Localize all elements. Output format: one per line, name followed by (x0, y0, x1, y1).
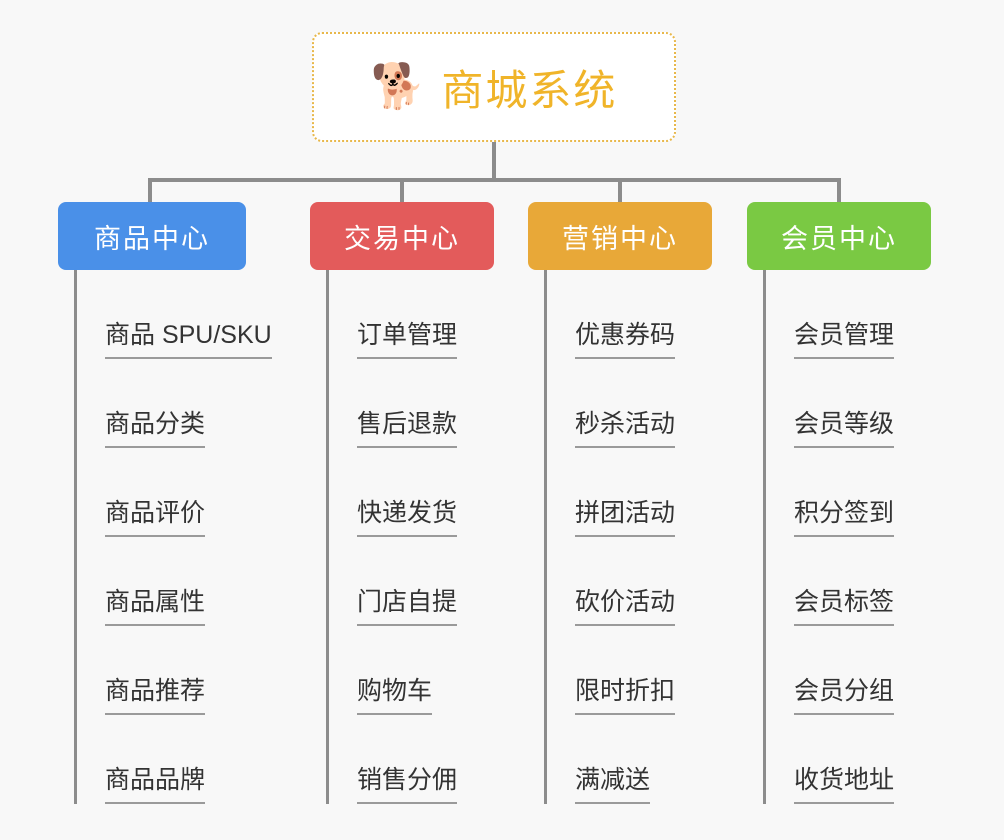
leaf-label: 门店自提 (357, 587, 458, 626)
leaf-label: 销售分佣 (357, 765, 458, 804)
list-item[interactable]: 会员管理 (766, 270, 931, 359)
branch-header-2[interactable]: 交易中心 (310, 202, 494, 270)
leaf-label: 商品品牌 (105, 765, 206, 804)
list-item[interactable]: 砍价活动 (547, 537, 712, 626)
connector-drop-2 (400, 178, 404, 204)
leaf-label: 订单管理 (357, 320, 458, 359)
root-title: 商城系统 (441, 66, 618, 114)
leaf-label: 商品推荐 (105, 676, 206, 715)
leaf-label: 优惠券码 (575, 320, 676, 359)
list-item[interactable]: 会员分组 (766, 626, 931, 715)
list-item[interactable]: 售后退款 (329, 359, 494, 448)
branch-column-1: 商品中心 商品 SPU/SKU 商品分类 商品评价 商品属性 商品推荐 商品品牌 (58, 202, 272, 804)
leaf-label: 积分签到 (794, 498, 895, 537)
leaf-label: 会员管理 (794, 320, 895, 359)
leaf-label: 满减送 (575, 765, 651, 804)
list-item[interactable]: 秒杀活动 (547, 359, 712, 448)
leaf-label: 购物车 (357, 676, 433, 715)
list-item[interactable]: 会员等级 (766, 359, 931, 448)
branch-leaf-list-4: 会员管理 会员等级 积分签到 会员标签 会员分组 收货地址 (763, 270, 931, 804)
list-item[interactable]: 优惠券码 (547, 270, 712, 359)
list-item[interactable]: 会员标签 (766, 537, 931, 626)
connector-horizontal-bus (148, 178, 841, 182)
leaf-label: 会员标签 (794, 587, 895, 626)
leaf-label: 限时折扣 (575, 676, 676, 715)
leaf-label: 商品 SPU/SKU (105, 320, 272, 359)
branch-header-4[interactable]: 会员中心 (747, 202, 931, 270)
list-item[interactable]: 购物车 (329, 626, 494, 715)
connector-root-stem (492, 142, 496, 180)
list-item[interactable]: 满减送 (547, 715, 712, 804)
leaf-label: 秒杀活动 (575, 409, 676, 448)
list-item[interactable]: 订单管理 (329, 270, 494, 359)
branch-column-2: 交易中心 订单管理 售后退款 快递发货 门店自提 购物车 销售分佣 (310, 202, 494, 804)
connector-drop-4 (837, 178, 841, 204)
list-item[interactable]: 拼团活动 (547, 448, 712, 537)
list-item[interactable]: 商品品牌 (77, 715, 246, 804)
root-node[interactable]: 🐕 商城系统 (312, 32, 676, 142)
branch-leaf-list-3: 优惠券码 秒杀活动 拼团活动 砍价活动 限时折扣 满减送 (544, 270, 712, 804)
list-item[interactable]: 商品分类 (77, 359, 246, 448)
leaf-label: 会员等级 (794, 409, 895, 448)
branch-leaf-list-1: 商品 SPU/SKU 商品分类 商品评价 商品属性 商品推荐 商品品牌 (74, 270, 272, 804)
list-item[interactable]: 快递发货 (329, 448, 494, 537)
branch-header-1[interactable]: 商品中心 (58, 202, 246, 270)
leaf-label: 收货地址 (794, 765, 895, 804)
leaf-label: 拼团活动 (575, 498, 676, 537)
leaf-label: 商品评价 (105, 498, 206, 537)
list-item[interactable]: 商品属性 (77, 537, 246, 626)
list-item[interactable]: 商品 SPU/SKU (77, 270, 272, 359)
branch-header-3[interactable]: 营销中心 (528, 202, 712, 270)
leaf-label: 售后退款 (357, 409, 458, 448)
list-item[interactable]: 收货地址 (766, 715, 931, 804)
branch-leaf-list-2: 订单管理 售后退款 快递发货 门店自提 购物车 销售分佣 (326, 270, 494, 804)
list-item[interactable]: 积分签到 (766, 448, 931, 537)
leaf-label: 商品分类 (105, 409, 206, 448)
leaf-label: 快递发货 (357, 498, 458, 537)
list-item[interactable]: 商品评价 (77, 448, 246, 537)
leaf-label: 会员分组 (794, 676, 895, 715)
list-item[interactable]: 商品推荐 (77, 626, 246, 715)
list-item[interactable]: 门店自提 (329, 537, 494, 626)
shiba-dog-face-icon: 🐕 (370, 61, 426, 112)
leaf-label: 商品属性 (105, 587, 206, 626)
connector-drop-3 (618, 178, 622, 204)
branch-column-3: 营销中心 优惠券码 秒杀活动 拼团活动 砍价活动 限时折扣 满减送 (528, 202, 712, 804)
leaf-label: 砍价活动 (575, 587, 676, 626)
list-item[interactable]: 限时折扣 (547, 626, 712, 715)
branch-column-4: 会员中心 会员管理 会员等级 积分签到 会员标签 会员分组 收货地址 (747, 202, 931, 804)
connector-drop-1 (148, 178, 152, 204)
list-item[interactable]: 销售分佣 (329, 715, 494, 804)
